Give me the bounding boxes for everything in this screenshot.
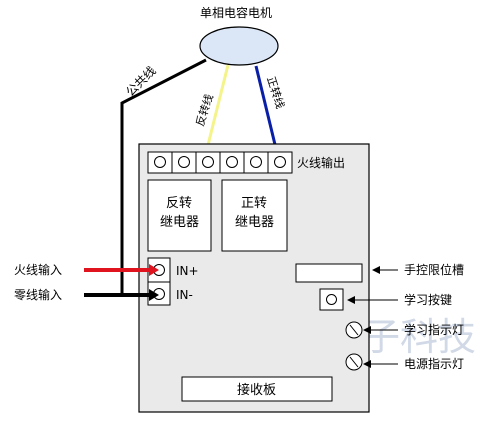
reverse-wire — [203, 64, 230, 158]
forward-relay — [221, 179, 288, 252]
common-wire — [120, 58, 207, 296]
learn-led-label: 学习指示灯 — [404, 322, 464, 337]
in-plus-label: IN+ — [176, 264, 199, 278]
power-led-label: 电源指示灯 — [404, 356, 464, 371]
forward-relay-line1: 正转 — [241, 196, 267, 211]
live-input-label: 火线输入 — [14, 262, 62, 277]
neutral-input-label: 零线输入 — [14, 287, 62, 302]
forward-wire — [254, 65, 283, 162]
reverse-relay-line1: 反转 — [166, 196, 192, 211]
terminals — [154, 152, 286, 173]
motor-ellipse — [199, 26, 279, 66]
forward-wire-label: 正转线 — [264, 75, 288, 111]
forward-relay-line2: 继电器 — [235, 215, 274, 230]
reverse-relay — [147, 179, 212, 252]
learn-button-label: 学习按键 — [404, 292, 452, 307]
live-output-label: 火线输出 — [297, 155, 345, 170]
motor-title: 单相电容电机 — [200, 5, 272, 20]
manual-limit-label: 手控限位槽 — [404, 262, 464, 277]
reverse-relay-line2: 继电器 — [160, 215, 199, 230]
in-minus-label: IN- — [176, 288, 193, 302]
receiver-label: 接收板 — [237, 382, 276, 398]
manual-limit-slot — [295, 263, 363, 283]
receiver-label-box — [181, 376, 333, 402]
